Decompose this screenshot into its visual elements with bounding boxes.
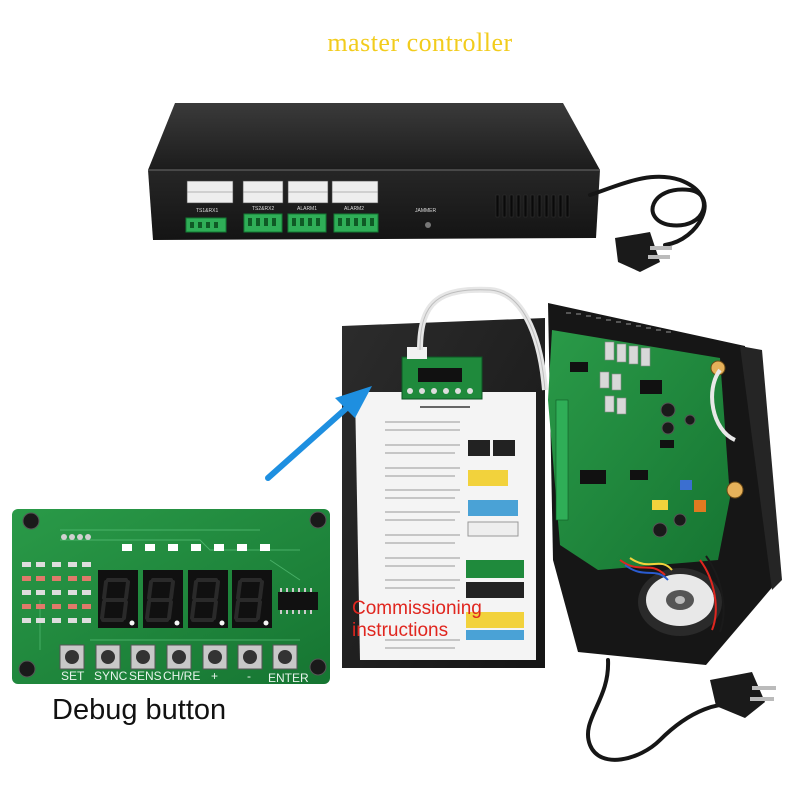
port-label: ALARM1 (297, 206, 317, 212)
main-control-unit (548, 303, 782, 665)
tactile-button (59, 644, 298, 670)
port-label: TS1&RX1 (196, 208, 218, 214)
mini-debug-board (401, 347, 483, 400)
commissioning-label: Commissioning instructions (352, 598, 482, 642)
button-label-sens: SENS (129, 669, 162, 683)
port-label: TS2&RX2 (252, 206, 274, 212)
button-label-minus: - (247, 669, 251, 683)
terminal-block (185, 213, 379, 233)
button-label-enter: ENTER (268, 671, 309, 685)
commissioning-panel (342, 318, 545, 668)
debug-board: SET SYNC SENS CH/RE + - ENTER (12, 509, 330, 685)
power-cable (586, 658, 747, 762)
port-label: ALARM2 (344, 206, 364, 212)
master-controller-box: TS1&RX1 TS2&RX2 ALARM1 ALARM2 JAMMER (148, 103, 600, 240)
port-label: JAMMER (415, 208, 437, 214)
debug-button-label: Debug button (52, 694, 227, 726)
button-label-plus: + (211, 669, 218, 683)
power-plug-icon (710, 672, 776, 718)
transformer (638, 568, 722, 636)
commissioning-label-line1: Commissioning (352, 598, 482, 619)
commissioning-label-line2: instructions (352, 620, 449, 641)
power-plug-icon (615, 232, 672, 272)
button-label-sync: SYNC (94, 669, 128, 683)
seven-segment-display (98, 570, 272, 628)
page-title: master controller (327, 28, 513, 57)
arrow-icon (265, 386, 372, 481)
button-label-set: SET (61, 669, 85, 683)
power-cable (588, 174, 707, 247)
button-label-ch-re: CH/RE (163, 669, 200, 683)
